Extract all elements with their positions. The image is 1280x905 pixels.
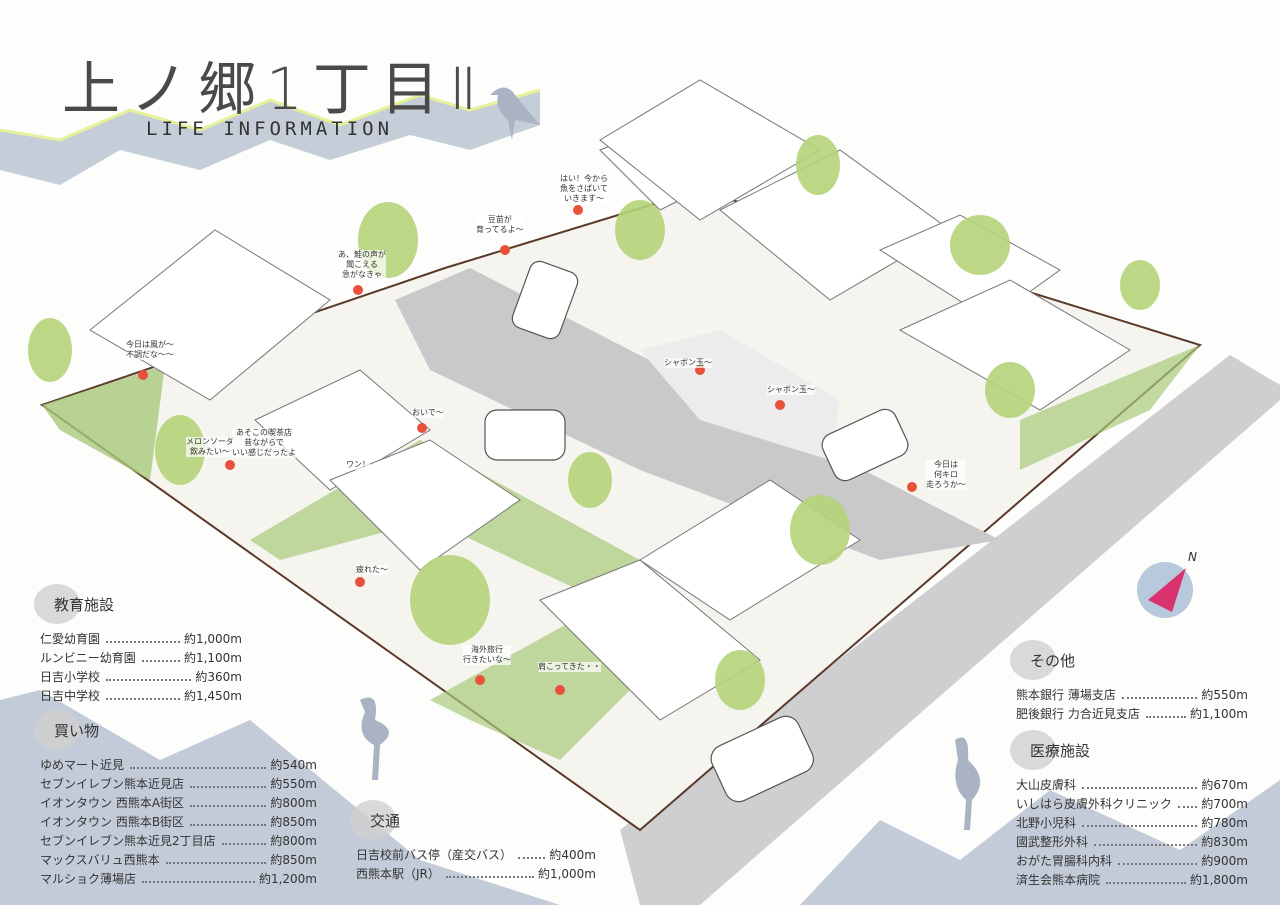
transport-section: 交通 日吉校前バス停（産交バス）約400m 西熊本駅（JR）約1,000m xyxy=(350,800,596,884)
section-heading: 交通 xyxy=(350,800,596,840)
wave-line xyxy=(0,88,541,142)
section-heading: その他 xyxy=(1010,640,1248,680)
other-section: その他 熊本銀行 薄場支店約550m 肥後銀行 力合近見支店約1,100m xyxy=(1010,640,1248,724)
list-item: ルンビニー幼育園約1,100m xyxy=(40,651,242,665)
speech-bubble: おいで～ xyxy=(412,408,444,418)
shopping-section: 買い物 ゆめマート近見約540m セブンイレブン熊本近見店約550m イオンタウ… xyxy=(34,710,317,889)
list-item: 西熊本駅（JR）約1,000m xyxy=(356,867,596,881)
list-item: マルショク薄場店約1,200m xyxy=(40,872,317,886)
speech-bubble: あそこの喫茶店 昔ながらで いい感じだったよ xyxy=(232,428,296,458)
list-item: 仁愛幼育園約1,000m xyxy=(40,632,242,646)
list-item: 北野小児科約780m xyxy=(1016,816,1248,830)
list-item: 國武整形外科約830m xyxy=(1016,835,1248,849)
heron-icon xyxy=(490,87,540,140)
list-item: 日吉小学校約360m xyxy=(40,670,242,684)
list-item: 熊本銀行 薄場支店約550m xyxy=(1016,688,1248,702)
mountain-left xyxy=(0,690,560,905)
list-item: おがた胃腸科内科約900m xyxy=(1016,854,1248,868)
list-item: セブンイレブン熊本近見2丁目店約800m xyxy=(40,834,317,848)
car xyxy=(710,715,814,803)
compass-label: N xyxy=(1188,550,1197,564)
section-heading: 医療施設 xyxy=(1010,730,1248,770)
speech-bubble: メロンソーダ 飲みたい～ xyxy=(186,437,234,457)
list-item: ゆめマート近見約540m xyxy=(40,758,317,772)
car xyxy=(821,408,909,482)
speech-bubble: ワン！ xyxy=(346,460,370,470)
list-item: セブンイレブン熊本近見店約550m xyxy=(40,777,317,791)
list-item: マックスバリュ西熊本約850m xyxy=(40,853,317,867)
section-heading: 買い物 xyxy=(34,710,317,750)
speech-bubble: 肩こってきた・・ xyxy=(538,662,601,672)
list-item: 大山皮膚科約670m xyxy=(1016,778,1248,792)
speech-bubble: あ、鮭の声が 聞こえる 急がなきゃ xyxy=(338,250,386,280)
list-item: 肥後銀行 力合近見支店約1,100m xyxy=(1016,707,1248,721)
list-item: いしはら皮膚外科クリニック約700m xyxy=(1016,797,1248,811)
compass-icon xyxy=(1137,562,1193,618)
page-title: 上ノ郷1丁目Ⅱ xyxy=(62,55,488,123)
wave-band xyxy=(0,90,540,185)
list-item: イオンタウン 西熊本A街区約800m xyxy=(40,796,317,810)
mountain-right xyxy=(800,780,1280,905)
heron-icon xyxy=(955,737,981,830)
speech-bubble: 海外旅行 行きたいな～ xyxy=(463,645,511,665)
speech-bubble: 疲れた～ xyxy=(356,565,388,575)
list-item: 済生会熊本病院約1,800m xyxy=(1016,873,1248,887)
speech-bubble: はい！今から 魚をさばいて いきます～ xyxy=(560,174,608,204)
list-item: イオンタウン 西熊本B街区約850m xyxy=(40,815,317,829)
list-item: 日吉校前バス停（産交バス）約400m xyxy=(356,848,596,862)
car xyxy=(511,260,579,340)
speech-bubble: 今日は風が～ 不調だな～～ xyxy=(126,340,174,360)
education-section: 教育施設 仁愛幼育園約1,000m ルンビニー幼育園約1,100m 日吉小学校約… xyxy=(34,584,242,706)
flamingo-icon xyxy=(360,697,389,780)
speech-bubble: シャボン玉～ xyxy=(664,358,712,368)
page-subtitle: LIFE INFORMATION xyxy=(146,118,394,140)
speech-bubble: 今日は 何キロ 走ろうか～ xyxy=(926,460,966,490)
list-item: 日吉中学校約1,450m xyxy=(40,689,242,703)
speech-bubble: シャボン玉～ xyxy=(767,385,815,395)
medical-section: 医療施設 大山皮膚科約670m いしはら皮膚外科クリニック約700m 北野小児科… xyxy=(1010,730,1248,890)
section-heading: 教育施設 xyxy=(34,584,242,624)
speech-bubble: 豆苗が 育ってるよ～ xyxy=(476,215,524,235)
car xyxy=(484,409,566,461)
